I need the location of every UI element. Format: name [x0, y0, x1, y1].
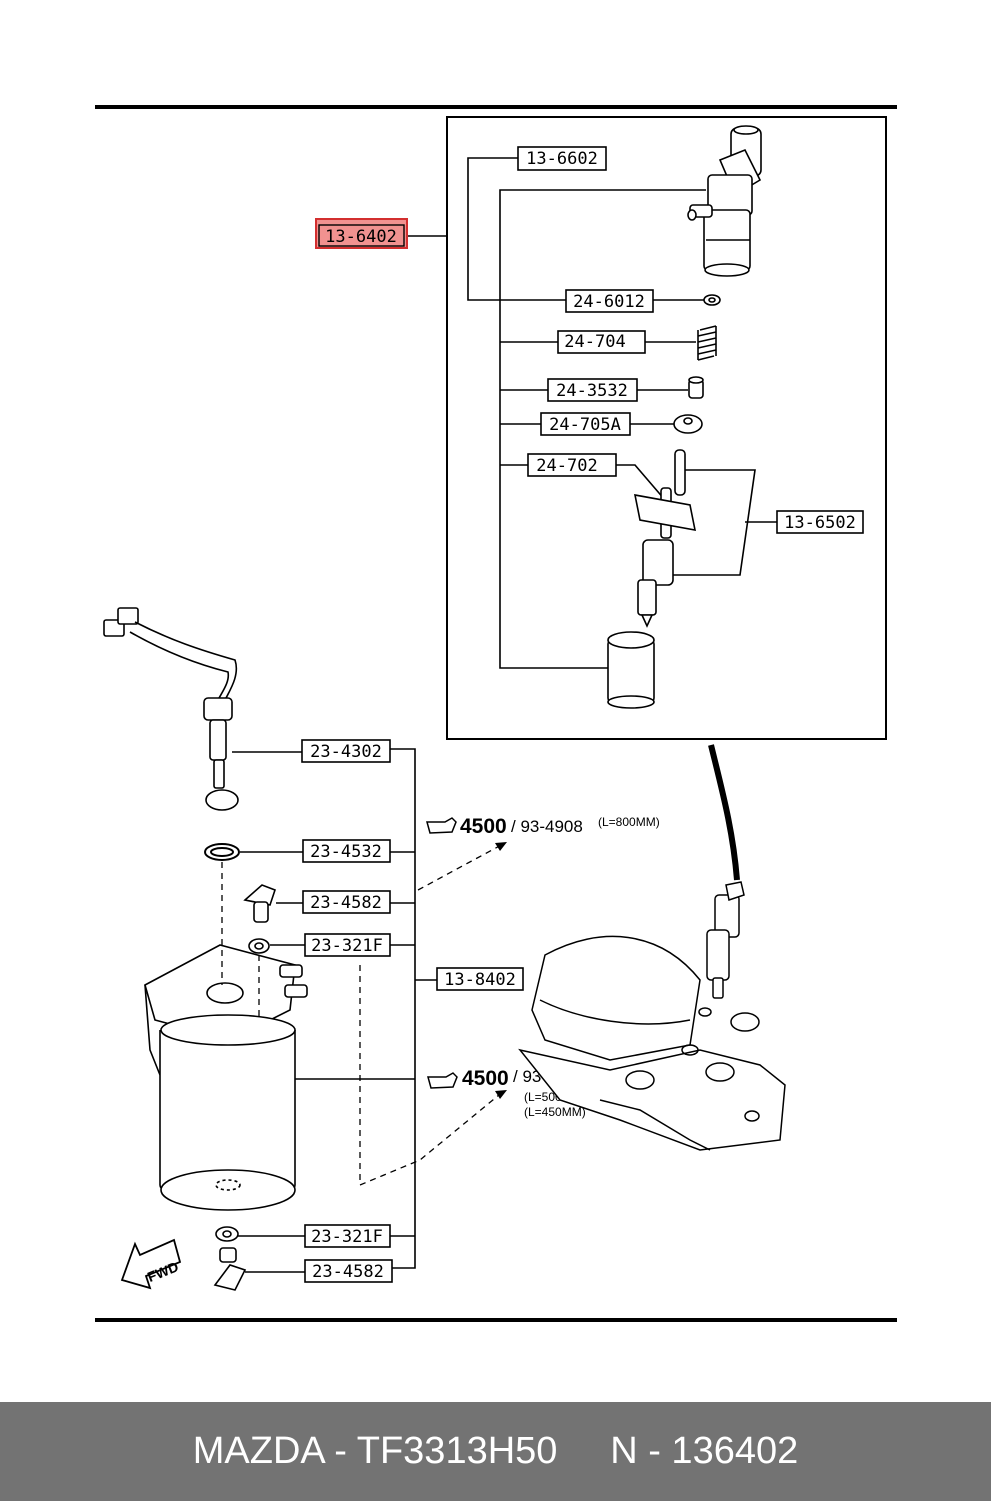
callout-23-4582-bottom-label: 23-4582: [312, 1262, 384, 1282]
callout-23-321f-top-label: 23-321F: [311, 936, 383, 956]
callout-23-4582-top-label: 23-4582: [310, 893, 382, 913]
injector-holder-illustration: [687, 125, 762, 277]
callout-13-8402-label: 13-8402: [444, 970, 516, 990]
drain-parts-bottom: [213, 1226, 247, 1291]
callout-24-704-label: 24-704: [564, 332, 625, 352]
callout-13-8402[interactable]: 13-8402: [436, 967, 524, 991]
callout-24-705a[interactable]: 24-705A: [540, 412, 631, 436]
engine-head-illustration: [518, 744, 786, 1151]
callout-13-6602[interactable]: 13-6602: [517, 146, 607, 171]
footer-ref: N - 136402: [610, 1430, 799, 1472]
callout-23-4532[interactable]: 23-4532: [302, 839, 391, 863]
routing-upper-part: / 93-4908: [511, 817, 583, 836]
routing-lower-group: 4500: [462, 1067, 509, 1090]
injector-detail-box: [446, 116, 887, 740]
routing-upper-len: (L=800MM): [598, 815, 660, 829]
callout-24-6012[interactable]: 24-6012: [565, 289, 654, 313]
callout-24-3532-label: 24-3532: [556, 381, 628, 401]
callout-23-4302[interactable]: 23-4302: [301, 739, 391, 763]
routing-ref-upper[interactable]: 4500 / 93-4908 (L=800MM): [426, 815, 660, 838]
callout-23-321f-bottom[interactable]: 23-321F: [304, 1224, 391, 1248]
callout-24-704[interactable]: 24-704: [557, 330, 646, 354]
washer-24-6012: [703, 294, 721, 306]
parts-diagram: 13-6602 13-6402 24-6012 24-704 24-3532 2…: [95, 105, 897, 1322]
callout-23-4582-bottom[interactable]: 23-4582: [304, 1259, 393, 1283]
filter-leader-lines: [232, 748, 437, 1273]
sensor-harness-illustration: [103, 607, 239, 811]
bleed-screw-top: [243, 884, 277, 923]
sleeve-illustration: [607, 631, 655, 709]
callout-24-705a-label: 24-705A: [549, 415, 621, 435]
pointing-hand-icon: [427, 1072, 458, 1089]
arrowheads: [495, 842, 507, 1099]
callout-13-6602-label: 13-6602: [526, 149, 598, 169]
fwd-arrow-icon: FWD: [120, 1238, 182, 1290]
washer-top: [248, 938, 270, 954]
callout-13-6502[interactable]: 13-6502: [776, 510, 864, 534]
callout-13-6402-label: 13-6402: [325, 227, 397, 247]
spring-24-704: [697, 325, 717, 361]
callout-23-4532-label: 23-4532: [310, 842, 382, 862]
dashed-guides: [221, 842, 506, 1186]
callout-24-3532[interactable]: 24-3532: [547, 378, 638, 402]
callout-23-4302-label: 23-4302: [310, 742, 382, 762]
pointing-hand-icon: [426, 817, 457, 834]
routing-lower-len-2: (L=450MM): [524, 1105, 586, 1119]
pin-24-3532: [688, 376, 704, 399]
footer-brand-part: MAZDA - TF3313H50: [192, 1430, 558, 1472]
callout-23-4582-top[interactable]: 23-4582: [302, 890, 391, 914]
callout-13-6402-highlighted[interactable]: 13-6402: [315, 218, 408, 249]
routing-upper-group: 4500: [460, 815, 507, 838]
o-ring-23-4532: [204, 843, 240, 861]
detail-leader-lines: [407, 157, 777, 669]
callout-13-6502-label: 13-6502: [784, 513, 856, 533]
nozzle-illustration: [633, 449, 697, 628]
footer-bar: MAZDA - TF3313H50 N - 136402: [0, 1402, 991, 1501]
callout-24-702[interactable]: 24-702: [527, 453, 617, 477]
callout-23-321f-top[interactable]: 23-321F: [304, 933, 391, 957]
callout-24-702-label: 24-702: [536, 456, 597, 476]
callout-23-321f-bottom-label: 23-321F: [311, 1227, 383, 1247]
fuel-filter-body-illustration: [159, 1014, 296, 1211]
callout-24-6012-label: 24-6012: [573, 292, 645, 312]
seat-24-705a: [673, 414, 703, 434]
